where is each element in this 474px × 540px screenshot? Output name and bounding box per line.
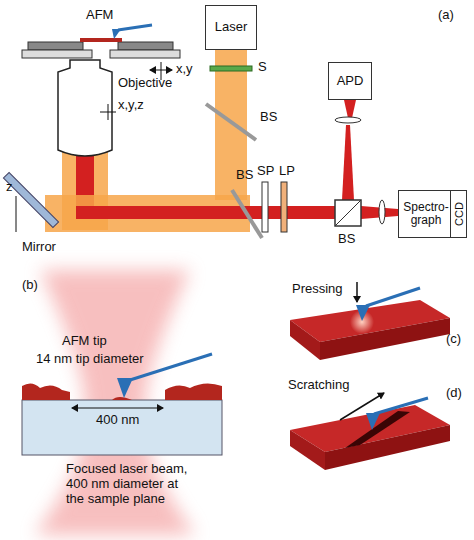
- part-label: Mirror: [22, 240, 56, 255]
- dimension-label: 14 nm tip diameter: [36, 352, 144, 367]
- part-label: BS: [338, 232, 355, 247]
- axis-label: x,y,z: [118, 98, 144, 113]
- dimension-label: 400 nm: [96, 413, 139, 428]
- detector-box: APD: [328, 62, 372, 100]
- note-label: Focused laser beam, 400 nm diameter at t…: [66, 462, 198, 507]
- part-label: BS: [260, 110, 277, 125]
- action-label: Scratching: [288, 378, 349, 393]
- action-label: Pressing: [292, 282, 343, 297]
- panel-label: (b): [22, 278, 38, 293]
- part-label: AFM: [86, 8, 113, 23]
- box-text: CCD: [452, 202, 464, 226]
- part-label: Objective: [118, 76, 172, 91]
- part-label: S: [258, 60, 267, 75]
- camera-box: CCD: [450, 190, 467, 238]
- spectrograph-box: Spectro-graph: [398, 190, 454, 238]
- axis-label: x,y: [176, 62, 193, 77]
- panel-label: (c): [446, 332, 461, 347]
- box-text: Laser: [213, 20, 250, 34]
- laser-box: Laser: [205, 5, 257, 50]
- panel-label: (a): [438, 8, 454, 23]
- part-label: AFM tip: [62, 334, 107, 349]
- part-label: LP: [279, 164, 295, 179]
- box-text: APD: [335, 74, 366, 88]
- axis-label: z: [6, 180, 13, 195]
- part-label: BS: [236, 168, 253, 183]
- box-text: Spectro-graph: [399, 201, 453, 227]
- part-label: SP: [257, 164, 274, 179]
- panel-label: (d): [446, 386, 462, 401]
